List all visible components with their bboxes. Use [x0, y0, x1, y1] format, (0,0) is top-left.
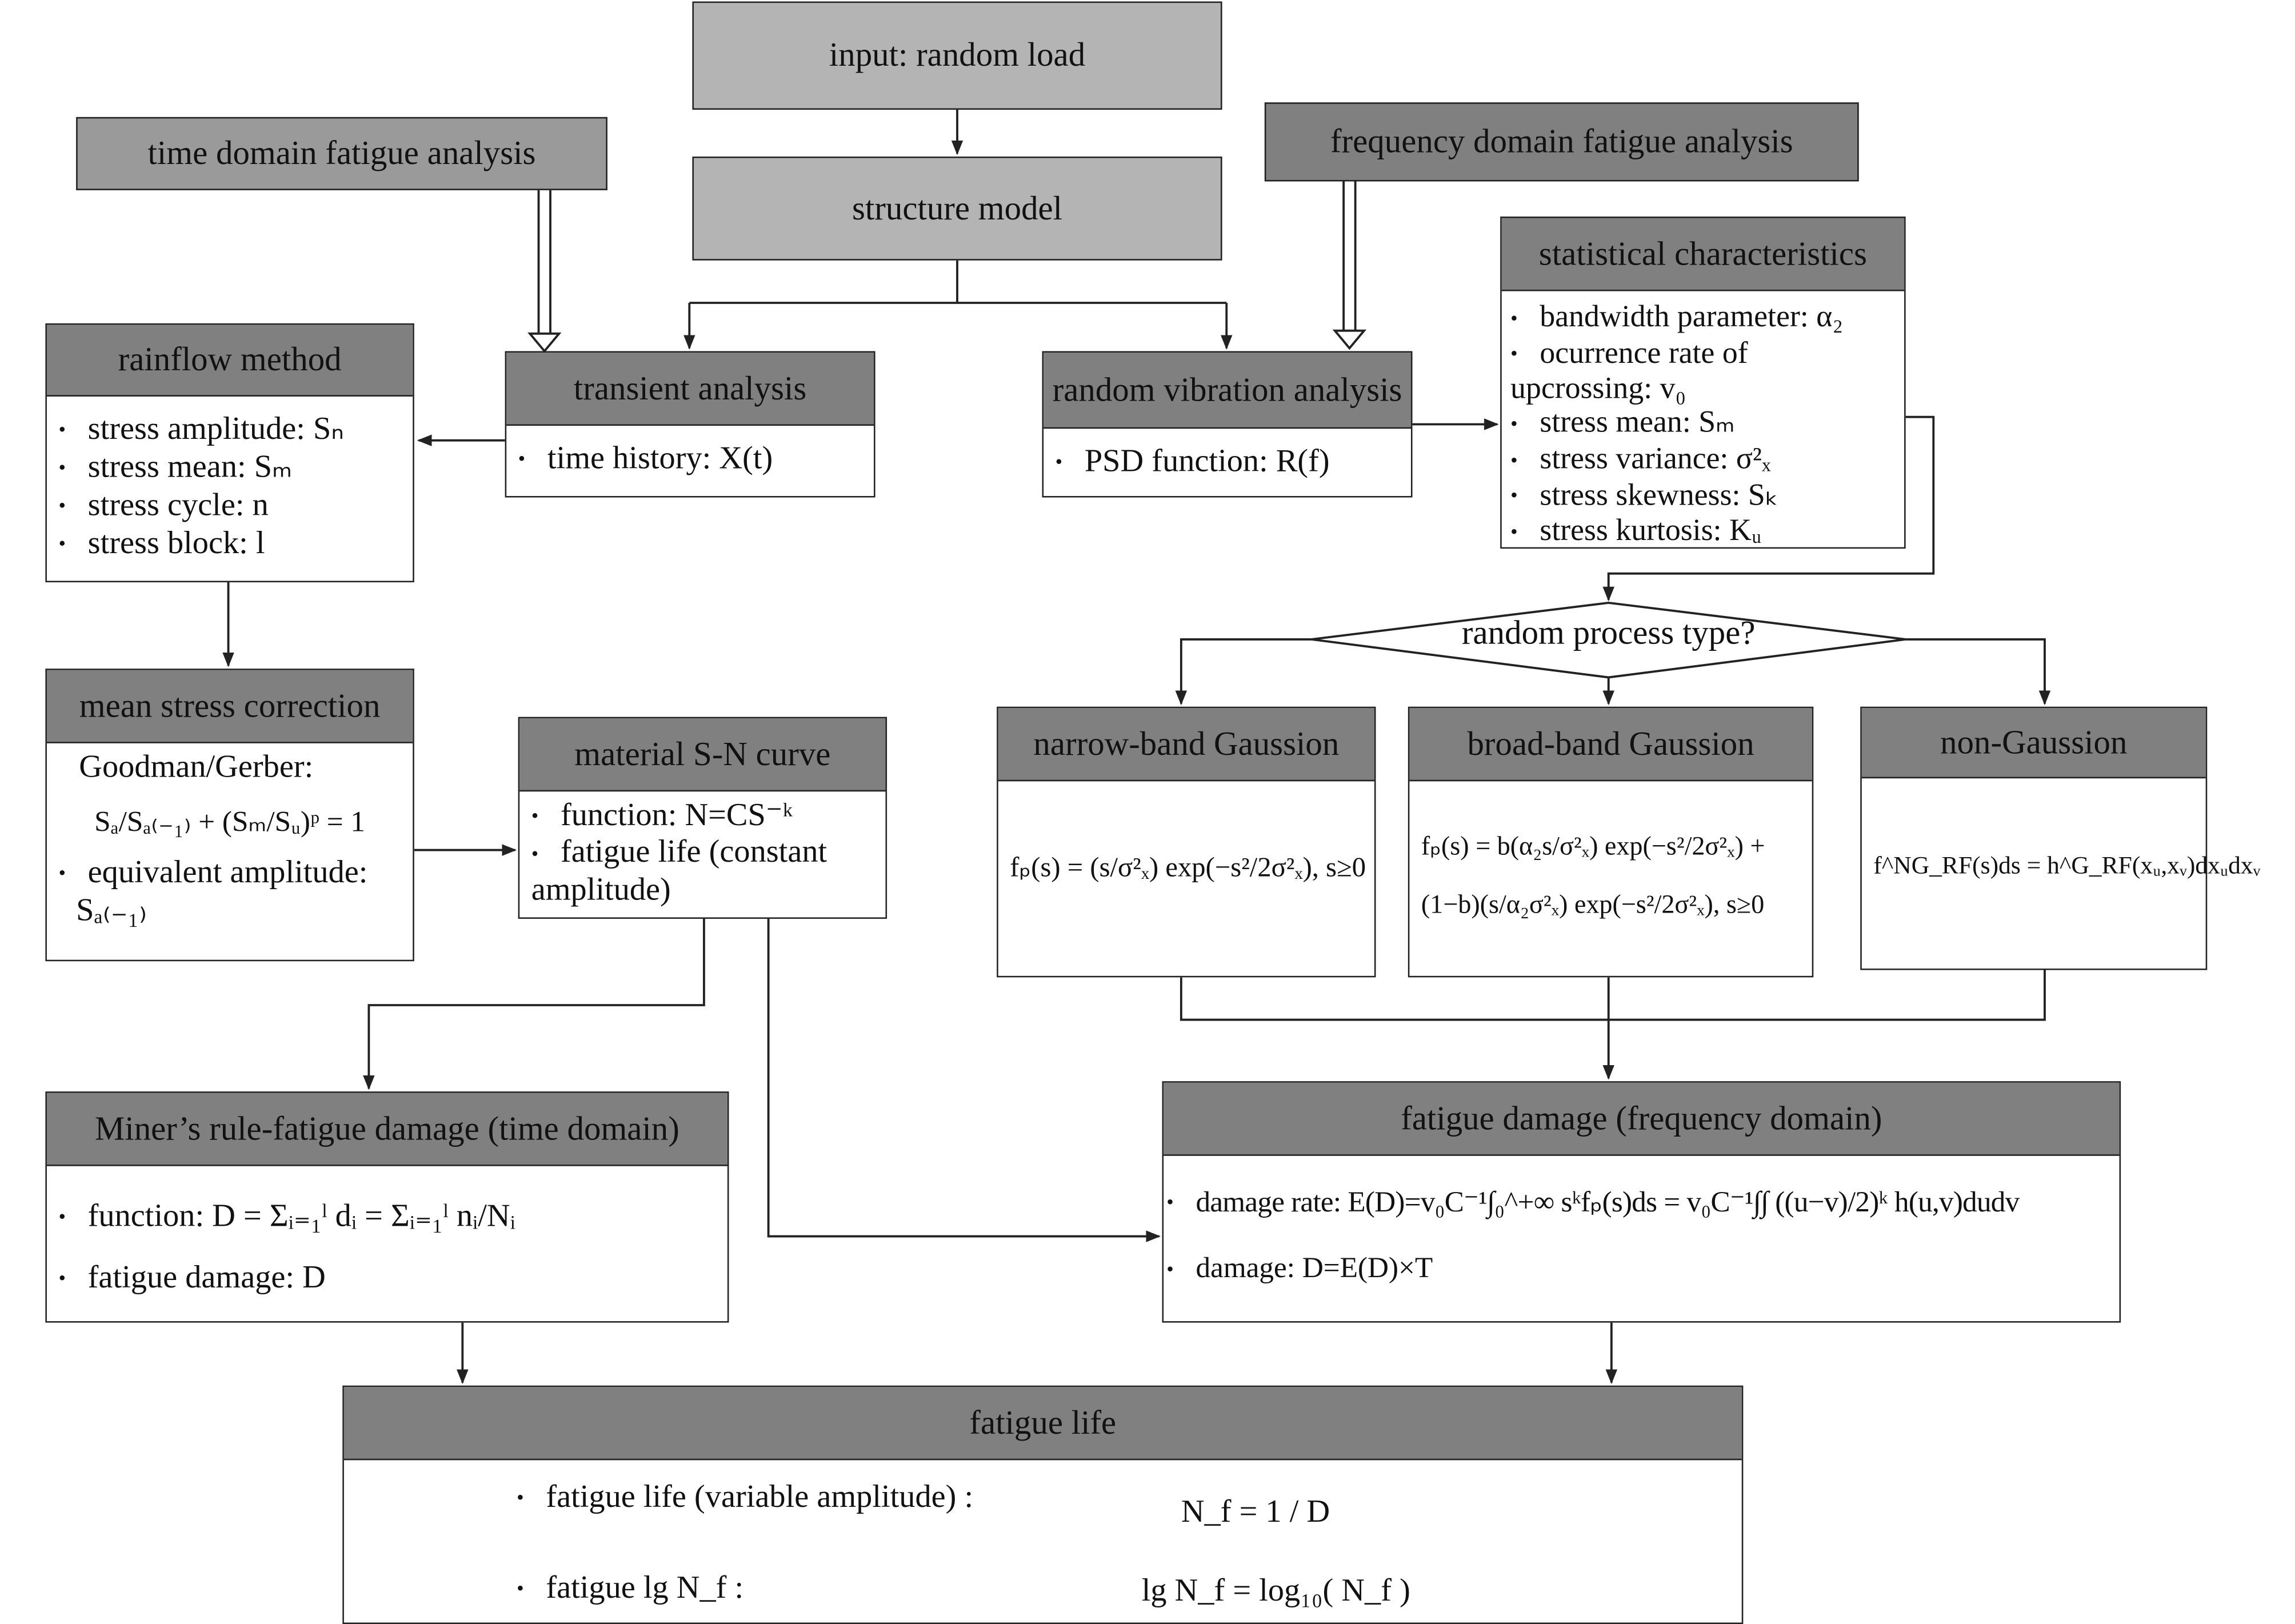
list-item: function: D = Σᵢ₌₁ˡ dᵢ = Σᵢ₌₁ˡ nᵢ/Nᵢ	[58, 1186, 715, 1247]
frequency-domain-label: frequency domain fatigue analysis	[1264, 102, 1859, 182]
node-title: material S-N curve	[519, 718, 886, 792]
formula: N_f = 1 / D	[1181, 1492, 1330, 1529]
structure-model-node: structure model	[692, 156, 1222, 261]
list-item: stress block: l	[58, 525, 401, 563]
list-item: bandwidth parameter: α₂	[1510, 299, 1896, 336]
node-title: fatigue life	[343, 1387, 1742, 1461]
list-item: fatigue life (constant amplitude)	[531, 834, 874, 906]
statistical-characteristics-node: statistical characteristics bandwidth pa…	[1500, 216, 1906, 550]
node-title: Miner’s rule-fatigue damage (time domain…	[46, 1093, 727, 1166]
fatigue-damage-frequency-node: fatigue damage (frequency domain) damage…	[1162, 1081, 2121, 1323]
list-item: stress mean: Sₘ	[1510, 405, 1896, 442]
input-random-load-node: input: random load	[692, 1, 1222, 110]
rainflow-method-node: rainflow method stress amplitude: Sₙ str…	[45, 323, 414, 583]
list-item: time history: X(t)	[518, 439, 862, 478]
list-item: stress cycle: n	[58, 486, 401, 525]
text: Goodman/Gerber:	[79, 747, 314, 785]
formula: fₚ(s) = (s/σ²ₓ) exp(−s²/2σ²ₓ), s≥0	[1010, 853, 1366, 884]
list-item: damage rate: E(D)=v₀C⁻¹∫₀^+∞ sᵏfₚ(s)ds =…	[1166, 1170, 2108, 1237]
mean-stress-correction-node: mean stress correction Goodman/Gerber: S…	[45, 669, 414, 962]
fatigue-life-node: fatigue life fatigue life (variable ampl…	[342, 1385, 1744, 1624]
list-item: fatigue lg N_f :	[517, 1569, 743, 1607]
node-title: narrow-band Gaussion	[998, 708, 1374, 782]
list-item: stress skewness: Sₖ	[1510, 478, 1896, 514]
text: Sₐ₍₋₁₎	[76, 891, 147, 928]
list-item: stress variance: σ²ₓ	[1510, 441, 1896, 478]
non-gaussian-node: non-Gaussion f^NG_RF(s)ds = h^G_RF(xᵤ,xᵥ…	[1860, 706, 2261, 970]
formula: f^NG_RF(s)ds = h^G_RF(xᵤ,xᵥ)dxᵤdxᵥ	[1873, 851, 2261, 879]
node-title: mean stress correction	[46, 670, 413, 743]
formula: fₚ(s) = b(α₂s/σ²ₓ) exp(−s²/2σ²ₓ) +	[1421, 831, 1765, 861]
formula: lg N_f = log₁₀( N_f )	[1141, 1571, 1410, 1608]
random-vibration-node: random vibration analysis PSD function: …	[1042, 351, 1413, 498]
node-title: fatigue damage (frequency domain)	[1164, 1082, 2120, 1156]
list-item: function: N=CS⁻ᵏ	[531, 797, 874, 834]
node-title: transient analysis	[506, 353, 874, 426]
transient-analysis-node: transient analysis time history: X(t)	[505, 351, 875, 498]
list-item: stress amplitude: Sₙ	[58, 410, 401, 449]
node-title: random vibration analysis	[1043, 353, 1411, 429]
list-item: PSD function: R(f)	[1055, 443, 1400, 481]
material-sn-curve-node: material S-N curve function: N=CS⁻ᵏ fati…	[518, 717, 887, 919]
node-title: rainflow method	[46, 325, 413, 397]
list-item: stress mean: Sₘ	[58, 449, 401, 487]
narrow-band-node: narrow-band Gaussion fₚ(s) = (s/σ²ₓ) exp…	[997, 706, 1376, 978]
list-item: fatigue life (variable amplitude) :	[517, 1478, 973, 1516]
broad-band-node: broad-band Gaussion fₚ(s) = b(α₂s/σ²ₓ) e…	[1408, 706, 1814, 978]
list-item: damage: D=E(D)×T	[1166, 1237, 2108, 1303]
list-item: stress kurtosis: Kᵤ	[1510, 514, 1896, 550]
time-domain-label: time domain fatigue analysis	[76, 117, 607, 190]
list-item: equivalent amplitude:	[58, 854, 401, 892]
list-item: ocurrence rate of upcrossing: v₀	[1510, 335, 1896, 406]
miners-rule-node: Miner’s rule-fatigue damage (time domain…	[45, 1091, 729, 1323]
list-item: fatigue damage: D	[58, 1248, 715, 1309]
decision-random-process-type: random process type?	[1461, 614, 1756, 651]
formula: Sₐ/Sₐ₍₋₁₎ + (Sₘ/Sᵤ)ᵖ = 1	[94, 806, 366, 839]
node-title: statistical characteristics	[1501, 218, 1905, 291]
node-title: non-Gaussion	[1861, 708, 2206, 779]
node-title: broad-band Gaussion	[1409, 708, 1812, 782]
formula: (1−b)(s/α₂σ²ₓ) exp(−s²/2σ²ₓ), s≥0	[1421, 889, 1765, 919]
